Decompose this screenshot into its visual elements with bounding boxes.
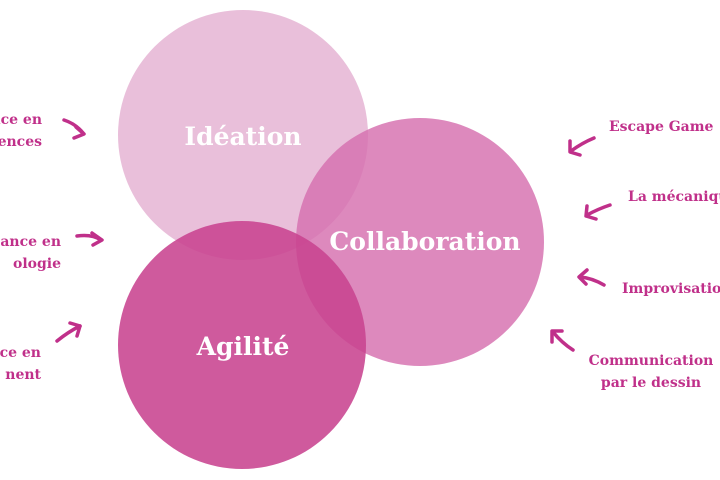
left-item-1-line2: ences — [0, 134, 42, 150]
circle-title-collaboration: Collaboration — [329, 227, 520, 256]
right-item-escape-game: Escape Game — [609, 116, 713, 138]
left-item-3: ce en nent — [0, 342, 41, 386]
arrow-icon — [585, 203, 612, 217]
arrow-icon — [90, 231, 104, 247]
right-item-mecanique-label: La mécaniqu — [628, 189, 720, 205]
left-item-3-line1: ce en — [0, 345, 41, 361]
left-item-3-line2: nent — [5, 367, 41, 383]
right-item-improvisation-label: Improvisatio — [622, 281, 720, 297]
arrow-icon — [551, 330, 575, 352]
right-item-communication: Communication par le dessin — [588, 350, 714, 394]
arrow-icon — [569, 136, 596, 153]
arrow-icon — [550, 329, 564, 344]
left-item-2-line2: ologie — [12, 256, 61, 272]
right-item-escape-game-label: Escape Game — [609, 119, 714, 135]
circle-agilite — [118, 221, 366, 469]
right-item-mecanique: La mécaniqu — [628, 186, 720, 208]
circle-title-agilite: Agilité — [196, 332, 290, 361]
arrow-icon — [72, 125, 86, 140]
arrow-icon — [578, 275, 606, 287]
arrow-icon — [568, 139, 582, 157]
arrow-icon — [584, 204, 598, 221]
arrow-icon — [577, 268, 589, 286]
right-item-communication-line2: par le dessin — [600, 375, 702, 391]
arrow-icon — [68, 321, 82, 338]
circle-title-ideation: Idéation — [184, 122, 301, 151]
right-item-improvisation: Improvisatio — [622, 278, 720, 300]
right-item-communication-line1: Communication — [588, 353, 714, 369]
